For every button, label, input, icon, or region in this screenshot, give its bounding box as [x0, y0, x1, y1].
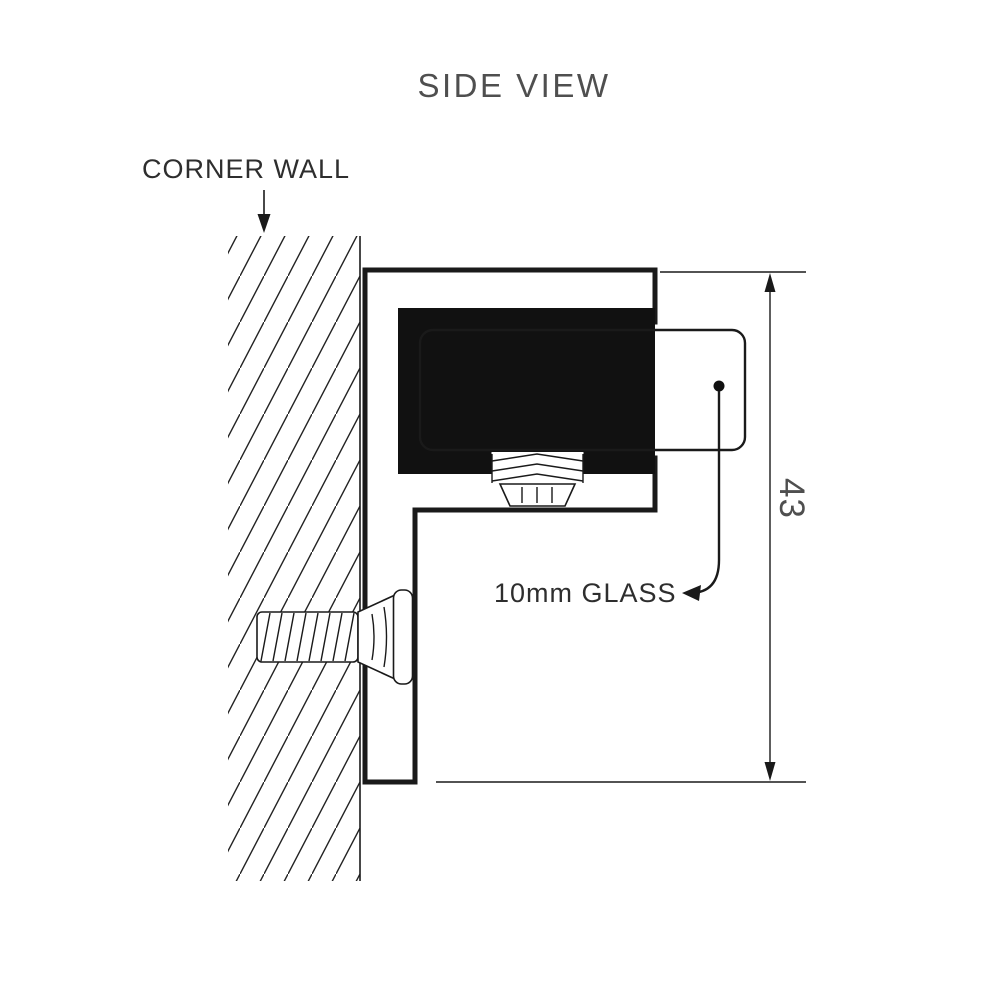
thread-line: [491, 453, 584, 462]
thread-line: [491, 463, 584, 472]
thread-line: [296, 612, 307, 662]
screw-cone-shading: [371, 613, 375, 661]
screw-cone-shading: [383, 606, 388, 668]
leader-dot-icon: [713, 380, 725, 392]
thread-line: [284, 612, 295, 662]
dimension-value: 43: [772, 478, 811, 519]
thread-line: [308, 612, 319, 662]
dimension: 43: [436, 271, 811, 783]
left-arrowhead-icon: [682, 585, 701, 601]
up-arrowhead-icon: [764, 273, 776, 292]
wall-hatching: [228, 236, 360, 881]
down-arrowhead-icon: [257, 214, 271, 233]
thread-line: [260, 612, 271, 662]
thread-line: [272, 612, 283, 662]
corner-wall-arrow: [257, 190, 271, 233]
thread-line: [344, 612, 355, 662]
thread-line: [491, 473, 584, 482]
fixing-screw: [256, 589, 414, 685]
gasket-channel: [398, 308, 655, 474]
glass-panel: [418, 328, 747, 452]
glass-leader: [682, 380, 725, 601]
down-arrowhead-icon: [764, 762, 776, 781]
thread-line: [320, 612, 331, 662]
screw-head: [392, 589, 414, 685]
glass-label: 10mm GLASS: [494, 578, 677, 608]
screw-shaft: [256, 611, 359, 663]
leader-line: [689, 391, 721, 595]
page-title: SIDE VIEW: [417, 67, 610, 104]
corner-wall-label: CORNER WALL: [142, 154, 350, 184]
set-screw: [491, 452, 584, 507]
thread-line: [332, 612, 343, 662]
